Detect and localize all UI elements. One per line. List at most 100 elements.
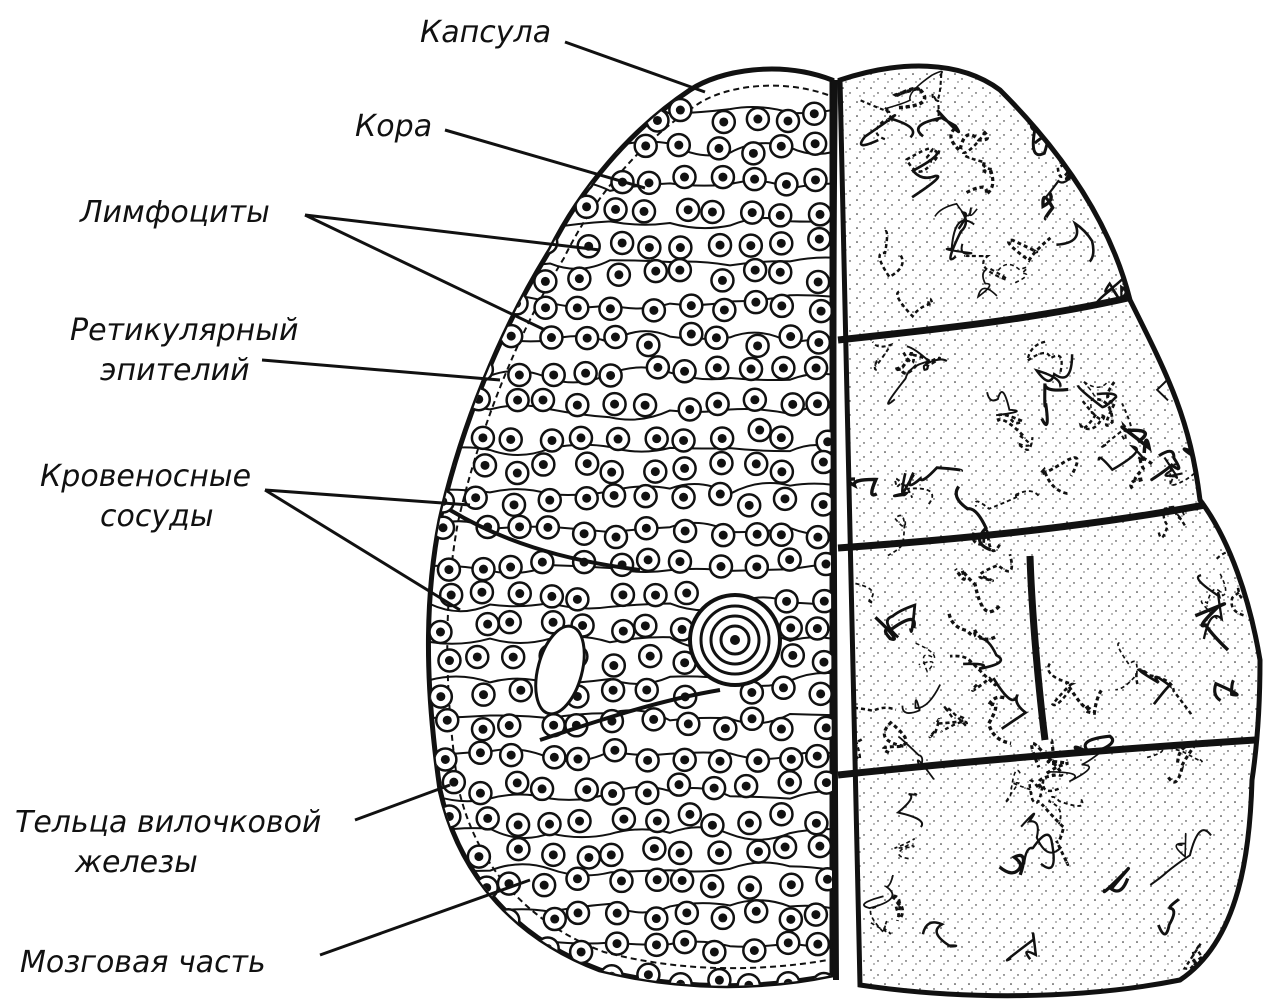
lymphocyte-nucleus (545, 820, 554, 829)
lymphocyte-nucleus (784, 938, 793, 947)
lymphocyte-nucleus (816, 210, 825, 219)
lymphocyte-nucleus (710, 784, 719, 793)
lymphocyte-nucleus (446, 850, 455, 859)
lymphocyte-nucleus (777, 810, 786, 819)
medulla-convolution (1170, 107, 1207, 124)
lymphocyte-nucleus (470, 974, 479, 983)
lymphocyte-cell (545, 966, 567, 988)
lymphocyte-nucleus (777, 530, 786, 539)
lymphocyte-nucleus (817, 307, 826, 316)
lymphocyte-nucleus (546, 139, 555, 148)
lymphocyte-nucleus (513, 396, 522, 405)
lymphocyte-nucleus (573, 874, 582, 883)
leader-reticular (262, 360, 500, 380)
leader-lymphocytes-2 (305, 215, 545, 330)
lymphocyte-nucleus (819, 500, 828, 509)
label-thymic-corpuscles: Тельца вилочковой железы (15, 785, 450, 880)
lymphocyte-nucleus (578, 176, 587, 185)
lymphocyte-nucleus (478, 433, 487, 442)
lymphocyte-nucleus (745, 883, 754, 892)
label-medulla: Мозговая часть (20, 880, 530, 980)
lymphocyte-nucleus (473, 304, 482, 313)
lymphocyte-cell (437, 332, 459, 354)
lymphocyte-nucleus (674, 141, 683, 150)
right-half-medulla (811, 66, 1274, 996)
lymphocyte-nucleus (748, 714, 757, 723)
lymphocyte-nucleus (538, 558, 547, 567)
lymphocyte-nucleus (752, 907, 761, 916)
lymphocyte-nucleus (782, 597, 791, 606)
lymphocyte-nucleus (540, 881, 549, 890)
lymphocyte-nucleus (777, 142, 786, 151)
lymphocyte-nucleus (641, 621, 650, 630)
medulla-convolution (1171, 293, 1193, 322)
lymphocyte-nucleus (471, 173, 480, 182)
lymphocyte-nucleus (444, 339, 453, 348)
lymphocyte-nucleus (550, 915, 559, 924)
lymphocyte-nucleus (783, 116, 792, 125)
lymphocyte-nucleus (716, 241, 725, 250)
lymphocyte-nucleus (645, 243, 654, 252)
lymphocyte-nucleus (747, 365, 756, 374)
lymphocyte-nucleus (609, 686, 618, 695)
lymphocyte-nucleus (614, 270, 623, 279)
lymphocyte-nucleus (684, 719, 693, 728)
lymphocyte-nucleus (606, 371, 615, 380)
lymphocyte-nucleus (710, 947, 719, 956)
lymphocyte-nucleus (652, 434, 661, 443)
lymphocyte-cell (500, 204, 522, 226)
lymphocyte-nucleus (583, 459, 592, 468)
lymphocyte-nucleus (513, 469, 522, 478)
lymphocyte-nucleus (445, 656, 454, 665)
lymphocyte-cell (575, 139, 597, 161)
lymphocyte-nucleus (750, 395, 759, 404)
lymphocyte-nucleus (436, 692, 445, 701)
lymphocyte-cell (477, 905, 499, 927)
label-cortex-text: Кора (355, 109, 432, 144)
lymphocyte-nucleus (549, 618, 558, 627)
lymphocyte-nucleus (573, 971, 582, 980)
lymphocyte-nucleus (823, 875, 832, 884)
lymphocyte-nucleus (581, 146, 590, 155)
lymphocyte-nucleus (509, 653, 518, 662)
lymphocyte-nucleus (708, 882, 717, 891)
lymphocyte-nucleus (641, 141, 650, 150)
lymphocyte-nucleus (573, 109, 582, 118)
lymphocyte-nucleus (541, 277, 550, 286)
lymphocyte-nucleus (746, 241, 755, 250)
lymphocyte-nucleus (721, 724, 730, 733)
lymphocyte-nucleus (708, 207, 717, 216)
lymphocyte-nucleus (753, 530, 762, 539)
lymphocyte-nucleus (714, 144, 723, 153)
lymphocyte-nucleus (719, 531, 728, 540)
lymphocyte-nucleus (443, 268, 452, 277)
lymphocyte-nucleus (649, 715, 658, 724)
lymphocyte-nucleus (442, 916, 451, 925)
lymphocyte-nucleus (745, 819, 754, 828)
lymphocyte-nucleus (573, 303, 582, 312)
lymphocyte-cell (605, 107, 627, 129)
lymphocyte-nucleus (582, 202, 591, 211)
medulla-convolution (1209, 117, 1262, 154)
lymphocyte-cell (437, 877, 459, 899)
lymphocyte-nucleus (614, 435, 623, 444)
medulla-convolution (1145, 184, 1171, 205)
lymphocyte-nucleus (822, 778, 831, 787)
lymphocyte-nucleus (753, 341, 762, 350)
label-reticular-line2: эпителий (100, 353, 250, 388)
lymphocyte-nucleus (819, 458, 828, 467)
medulla-convolution (1133, 148, 1187, 189)
lymphocyte-nucleus (687, 330, 696, 339)
lymphocyte-nucleus (444, 565, 453, 574)
lymphocyte-nucleus (439, 523, 448, 532)
lymphocyte-nucleus (779, 683, 788, 692)
lymphocyte-nucleus (611, 205, 620, 214)
lymphocyte-nucleus (516, 686, 525, 695)
lymphocyte-nucleus (813, 533, 822, 542)
lymphocyte-nucleus (644, 341, 653, 350)
lymphocyte-nucleus (713, 400, 722, 409)
lymphocyte-cell (440, 934, 462, 956)
lymphocyte-nucleus (549, 721, 558, 730)
lymphocyte-nucleus (613, 939, 622, 948)
lymphocyte-nucleus (643, 788, 652, 797)
